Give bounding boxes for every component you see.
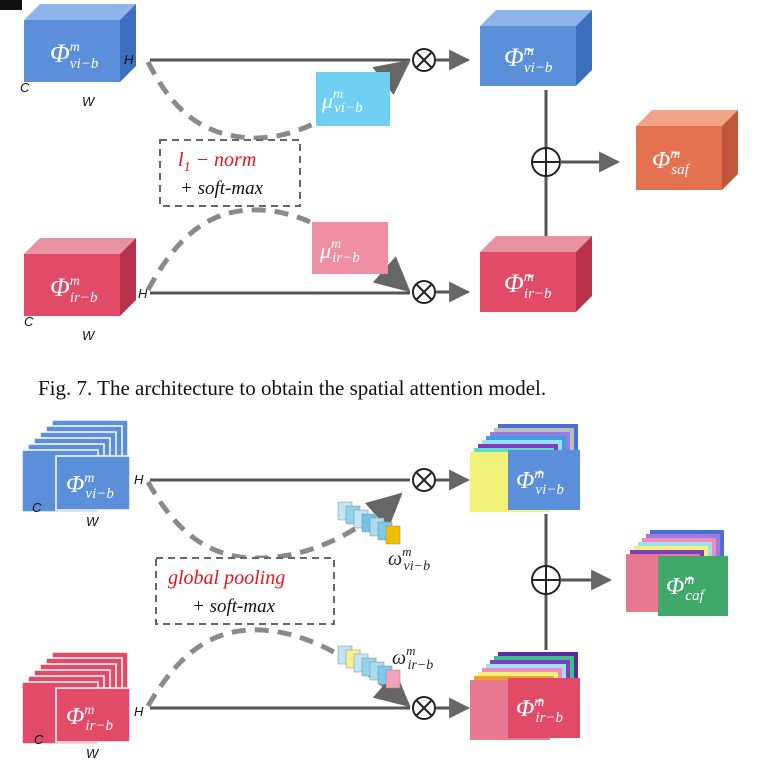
fig7-add-node [531, 147, 561, 177]
svg-text:+ soft-max: + soft-max [180, 178, 264, 199]
fig8-ir-dim-c: C [34, 732, 44, 747]
svg-text:global pooling: global pooling [168, 567, 285, 589]
fig8-vi-weight-vector [337, 501, 401, 545]
svg-text:Φ̃mir−b: Φ̃mir−b [504, 269, 552, 302]
fig8-vi-dim-c: C [32, 500, 42, 515]
svg-text:Φ̃mvi−b: Φ̃mvi−b [504, 43, 553, 76]
fig7-ir-multiply-node [412, 280, 436, 304]
fig7-vi-multiply-node [412, 48, 436, 72]
svg-text:Φ̂mvi−b: Φ̂mvi−b [516, 467, 564, 498]
svg-text:+ soft-max: + soft-max [192, 596, 276, 617]
fig7-vi-dim-c: C [20, 80, 30, 95]
fig7-vi-dashed-curve [145, 59, 411, 141]
fig7-vi-dim-w: W [82, 94, 96, 109]
svg-text:l1 − norm: l1 − norm [178, 149, 256, 175]
fig8-add-node [531, 565, 561, 595]
fig8-ir-dashed-curve [145, 627, 411, 708]
fig7-ir-dim-c: C [24, 314, 34, 329]
fig7-operator-box: l1 − norm + soft-max [159, 139, 301, 207]
fig8-operator-box: global pooling + soft-max [155, 557, 335, 625]
fig7-ir-dim-w: W [82, 328, 96, 343]
fig8-vi-dashed-curve [145, 480, 403, 561]
svg-text:Φ̂mir−b: Φ̂mir−b [516, 695, 564, 726]
fig8-vi-dim-h: H [134, 472, 144, 487]
fig7-vi-dim-h: H [124, 52, 134, 67]
fig7-ir-dim-h: H [138, 286, 148, 301]
fig8-vi-multiply-node [412, 468, 436, 492]
fig8-ir-dim-h: H [134, 704, 144, 719]
fig8-vi-dim-w: W [86, 514, 100, 529]
fig8-ir-weight-vector [337, 645, 401, 689]
fig8-ir-multiply-node [412, 696, 436, 720]
figure-7-caption: Fig. 7. The architecture to obtain the s… [38, 376, 547, 400]
fig8-ir-dim-w: W [86, 746, 100, 761]
corner-mark [0, 0, 22, 10]
